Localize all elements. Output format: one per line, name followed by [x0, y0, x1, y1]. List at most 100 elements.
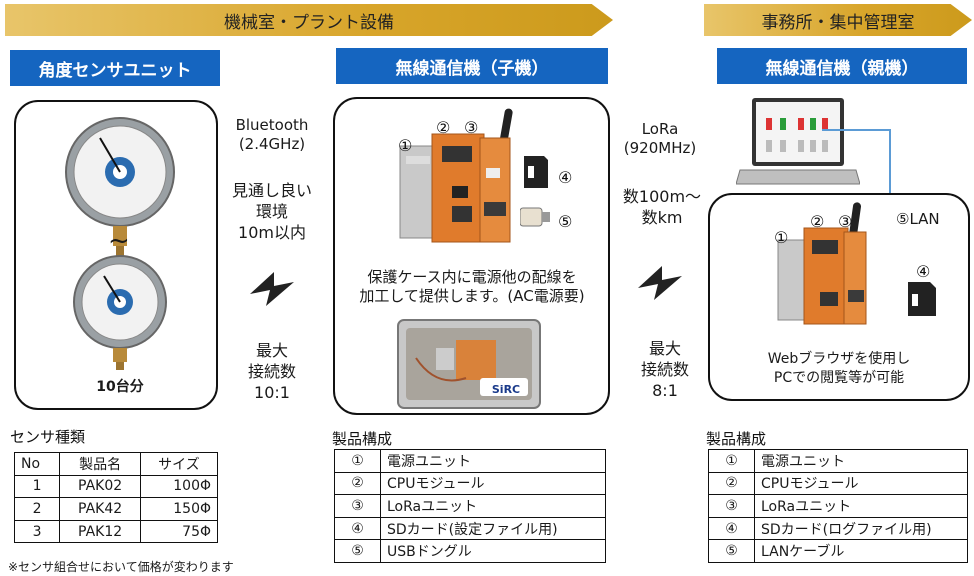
cell-item: 電源ユニット — [754, 449, 968, 473]
cell-product: PAK42 — [59, 497, 141, 521]
title-child-unit: 無線通信機（子機） — [336, 48, 608, 84]
title-sensor-unit: 角度センサユニット — [10, 50, 220, 86]
cell-item: CPUモジュール — [380, 471, 606, 496]
lightning-icon-lora — [638, 266, 682, 300]
cell-product: PAK02 — [59, 474, 141, 499]
cell-num: ② — [334, 471, 381, 496]
cell-num: ③ — [334, 494, 381, 518]
parent-lan-label: ⑤LAN — [896, 210, 940, 228]
lora-range1: 数100m～ — [622, 187, 702, 206]
cell-item: 電源ユニット — [380, 449, 606, 473]
protective-case-icon — [397, 319, 541, 409]
table-row: 1 PAK02 100Φ — [13, 474, 219, 499]
cell-size: 100Φ — [139, 474, 219, 499]
cell-size: 150Φ — [139, 497, 219, 521]
title-parent-unit-label: 無線通信機（親機） — [765, 58, 919, 79]
cell-item: LANケーブル — [754, 539, 968, 563]
child-num2: ② — [436, 118, 451, 137]
parent-desc-line2: PCでの閲覧等が可能 — [773, 370, 905, 386]
parent-device-icon — [777, 202, 867, 325]
title-sensor-unit-label: 角度センサユニット — [38, 60, 192, 81]
cell-no: 2 — [13, 497, 61, 521]
child-desc-line1: 保護ケース内に電源他の配線を — [367, 268, 577, 286]
child-num1: ① — [398, 136, 413, 155]
cell-num: ① — [708, 449, 755, 473]
sensor-table-note: ※センサ組合せにおいて価格が変わります — [8, 560, 234, 574]
gauge-icon-top — [65, 117, 175, 256]
child-num3: ③ — [464, 118, 479, 137]
lora-max1: 最大 — [648, 339, 681, 358]
bluetooth-max2: 接続数 — [247, 362, 296, 381]
lora-range: 数100m～ 数km — [612, 186, 712, 228]
cell-num: ③ — [708, 494, 755, 518]
tilde-text: ~ — [108, 226, 130, 256]
parent-sd-card-icon — [908, 282, 936, 316]
sensor-count: 10台分 — [96, 379, 144, 395]
header-product: 製品名 — [59, 452, 141, 476]
parent-desc-line1: Webブラウザを使用し — [767, 351, 911, 367]
cell-item: LoRaユニット — [754, 494, 968, 518]
pressure-gauge-icons — [65, 117, 175, 370]
bluetooth-env3: 10m以内 — [238, 223, 306, 242]
bluetooth-max3: 10:1 — [254, 383, 290, 402]
header-size: サイズ — [139, 452, 219, 476]
child-description: 保護ケース内に電源他の配線を 加工して提供します。(AC電源要) — [338, 268, 606, 306]
cell-no: 1 — [13, 474, 61, 499]
bluetooth-max1: 最大 — [255, 341, 288, 360]
sd-card-icon — [524, 156, 548, 188]
lightning-icon-bluetooth — [250, 272, 294, 306]
cell-item: SDカード(ログファイル用) — [754, 516, 968, 541]
cell-num: ⑤ — [334, 539, 381, 563]
bluetooth-line1: Bluetooth — [235, 116, 309, 134]
lora-line1: LoRa — [641, 120, 679, 138]
cell-item: LoRaユニット — [380, 494, 606, 518]
lora-max: 最大 接続数 8:1 — [620, 338, 710, 401]
parent-num2: ② — [810, 212, 825, 231]
banner-office: 事務所・集中管理室 — [704, 4, 972, 36]
child-num4: ④ — [558, 168, 573, 187]
lora-max2: 接続数 — [640, 360, 689, 379]
lora-label: LoRa (920MHz) — [614, 120, 706, 158]
parent-num1: ① — [774, 228, 789, 247]
child-table-title: 製品構成 — [332, 430, 393, 448]
banner-office-label: 事務所・集中管理室 — [761, 12, 915, 33]
cell-num: ② — [708, 471, 755, 496]
cell-num: ④ — [708, 516, 755, 541]
bluetooth-line2: (2.4GHz) — [238, 135, 306, 153]
title-child-unit-label: 無線通信機（子機） — [395, 58, 549, 79]
cell-num: ① — [334, 449, 381, 473]
cell-num: ⑤ — [708, 539, 755, 563]
cell-size: 75Φ — [139, 519, 219, 544]
sensor-table-title: センサ種類 — [10, 428, 86, 446]
child-num5: ⑤ — [558, 212, 573, 231]
bluetooth-range: 見通し良い 環境 10m以内 — [226, 180, 318, 243]
sensor-table: No 製品名 サイズ 1 PAK02 100Φ 2 PAK42 150Φ 3 P… — [13, 452, 219, 544]
title-parent-unit: 無線通信機（親機） — [717, 48, 967, 84]
cell-product: PAK12 — [59, 519, 141, 544]
table-row: 2 PAK42 150Φ — [13, 497, 219, 521]
bluetooth-max: 最大 接続数 10:1 — [226, 340, 318, 403]
cell-item: SDカード(設定ファイル用) — [380, 516, 606, 541]
child-brand-logo: SiRC — [491, 383, 521, 396]
laptop-icon — [736, 98, 860, 185]
parent-table-title: 製品構成 — [706, 430, 767, 448]
parent-num3: ③ — [838, 212, 853, 231]
lora-max3: 8:1 — [652, 381, 678, 400]
cell-no: 3 — [13, 519, 61, 544]
cell-num: ④ — [334, 516, 381, 541]
bluetooth-env1: 見通し良い — [231, 181, 312, 200]
parent-num4: ④ — [916, 262, 931, 281]
bluetooth-label: Bluetooth (2.4GHz) — [226, 116, 318, 154]
sensor-table-header: No 製品名 サイズ — [13, 452, 219, 476]
gauge-icon-bottom — [73, 255, 167, 370]
parent-description: Webブラウザを使用し PCでの閲覧等が可能 — [712, 350, 966, 388]
